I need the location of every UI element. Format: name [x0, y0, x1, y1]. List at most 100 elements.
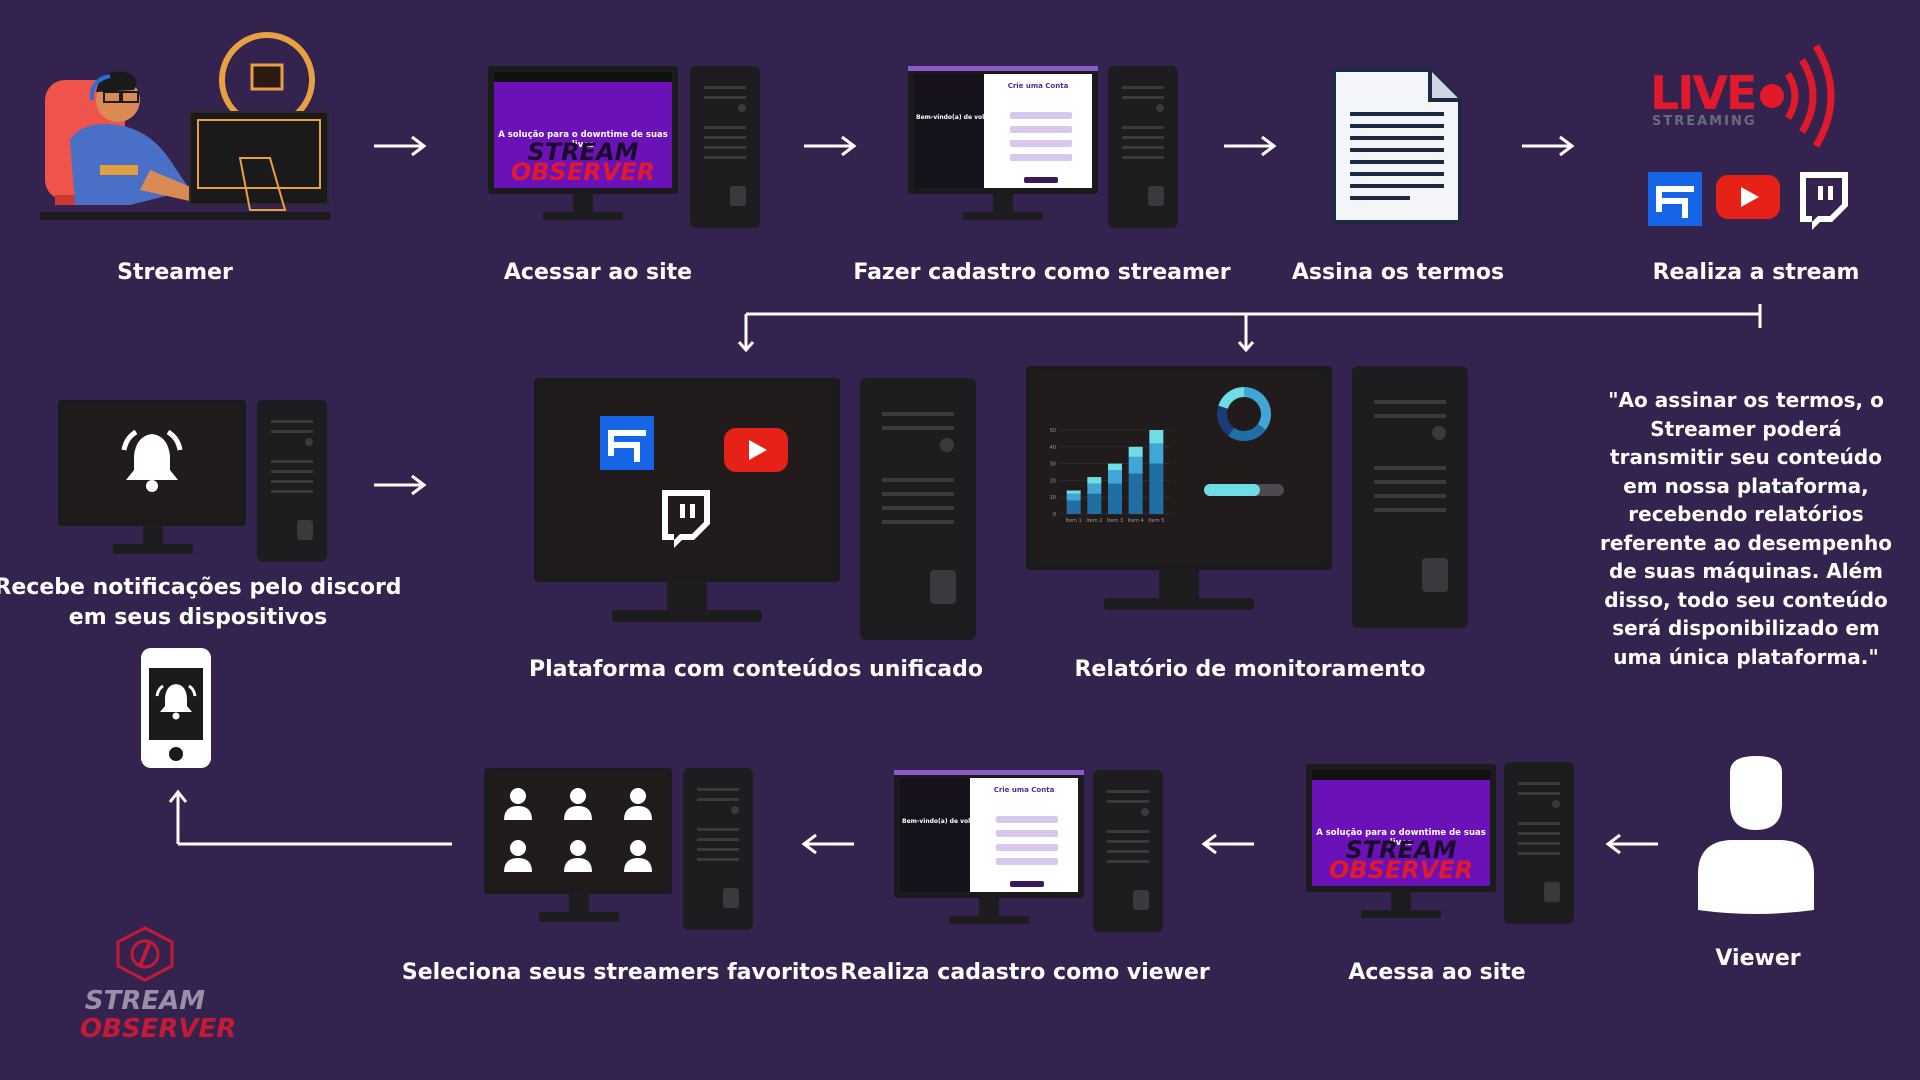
brand-line-1: STREAM [84, 986, 206, 1016]
youtube-icon [724, 428, 788, 472]
arrow-left-icon [1605, 833, 1658, 855]
bar [1149, 463, 1164, 514]
bar [1128, 456, 1143, 474]
site-headline: A solução para o downtime de suas lives [1316, 828, 1486, 848]
label-monitoring-report: Relatório de monitoramento [1074, 657, 1426, 682]
streamer-illustration [40, 32, 330, 220]
fb-gaming-icon [600, 416, 654, 470]
bar [1108, 470, 1122, 484]
arrow-right-icon [1224, 135, 1277, 157]
site-monitor-top: A solução para o downtime de suas lives … [488, 66, 680, 226]
bell-icon [121, 429, 183, 492]
live-streaming-logo: LIVE STREAMING [1648, 30, 1848, 160]
site-logo-bottom: OBSERVER [510, 158, 656, 186]
label-viewer: Viewer [1715, 946, 1801, 971]
live-text: LIVE [1650, 66, 1757, 120]
streaming-text: STREAMING [1652, 114, 1757, 129]
youtube-icon [1716, 175, 1780, 219]
users-grid-icon [504, 788, 652, 872]
register-monitor-top: Bem-vindo(a) de volta! Crie uma Conta [908, 66, 1100, 226]
tower-icon [257, 400, 327, 562]
bar [1066, 490, 1081, 494]
brand-emblem-icon [116, 926, 174, 982]
bar [1066, 500, 1081, 514]
label-favorites: Seleciona seus streamers favoritos [401, 960, 839, 985]
user-icon [1698, 756, 1814, 914]
document-icon [1332, 68, 1462, 224]
progress-fill [1204, 484, 1260, 496]
arrow-left-icon [801, 833, 854, 855]
arrow-right-icon [1522, 135, 1575, 157]
arrow-left-icon [1201, 833, 1254, 855]
y-tick-label: 10 [1050, 495, 1056, 501]
tower-icon [690, 66, 760, 228]
y-tick-label: 20 [1050, 478, 1056, 484]
site-logo-bottom: OBSERVER [1328, 856, 1474, 884]
twitch-icon [662, 490, 710, 548]
register-left-panel: Bem-vindo(a) de volta! [900, 778, 980, 892]
tower-icon [1093, 770, 1163, 932]
label-access-site-top: Acessar ao site [503, 260, 693, 285]
site-logo-top: STREAM [527, 138, 639, 166]
label-access-site-bottom: Acessa ao site [1348, 960, 1526, 985]
bar [1149, 443, 1164, 464]
register-left-panel: Bem-vindo(a) de volta! [914, 74, 994, 188]
x-tick-label: Item 2 [1086, 518, 1102, 524]
arrow-right-icon [374, 135, 427, 157]
bar [1128, 446, 1143, 457]
donut-slice [1243, 387, 1271, 430]
x-tick-label: Item 3 [1107, 518, 1123, 524]
site-monitor-bottom: A solução para o downtime de suas lives … [1306, 764, 1498, 924]
y-tick-label: 40 [1050, 445, 1056, 451]
register-monitor-bottom: Bem-vindo(a) de volta! Crie uma Conta [894, 770, 1086, 930]
x-tick-label: Item 1 [1066, 518, 1082, 524]
y-tick-label: 0 [1053, 512, 1056, 518]
arrow-up-connector [168, 789, 452, 846]
bar [1128, 473, 1143, 514]
donut-slice [1228, 423, 1266, 441]
label-notifications-1: Recebe notificações pelo discord [0, 575, 402, 600]
register-right-panel: Crie uma Conta [984, 74, 1092, 188]
label-do-stream: Realiza a stream [1652, 260, 1860, 285]
tower-icon [1108, 66, 1178, 228]
bar [1087, 477, 1102, 484]
label-streamer: Streamer [117, 260, 233, 285]
unified-platform-monitor [534, 378, 840, 632]
bar [1066, 493, 1081, 501]
donut-slice [1218, 387, 1245, 410]
terms-quote: "Ao assinar os termos, o Streamer poderá… [1600, 388, 1892, 669]
register-welcome: Bem-vindo(a) de volta! [916, 114, 994, 121]
register-right-panel: Crie uma Conta [970, 778, 1078, 892]
fb-gaming-icon [1648, 172, 1702, 226]
x-tick-label: Item 5 [1148, 518, 1164, 524]
branch-connector [737, 304, 1762, 353]
label-register-viewer: Realiza cadastro como viewer [840, 960, 1210, 985]
label-unified-platform: Plataforma com conteúdos unificado [528, 657, 984, 682]
bar [1108, 463, 1122, 471]
brand-line-2: OBSERVER [80, 1014, 237, 1044]
bar [1149, 430, 1164, 444]
y-tick-label: 50 [1050, 428, 1056, 434]
label-notifications-2: em seus dispositivos [68, 605, 328, 630]
tower-icon [860, 378, 976, 640]
twitch-icon [1800, 172, 1848, 230]
notification-monitor [58, 400, 248, 560]
bar [1087, 483, 1102, 494]
arrow-right-icon [804, 135, 857, 157]
favorites-monitor [484, 768, 674, 928]
site-logo-top: STREAM [1345, 836, 1457, 864]
donut-slice [1217, 405, 1235, 436]
tower-icon [1352, 366, 1468, 628]
site-headline: A solução para o downtime de suas lives [498, 130, 668, 150]
tower-icon [1504, 762, 1574, 924]
y-tick-label: 30 [1050, 462, 1056, 468]
register-title: Crie uma Conta [993, 786, 1055, 794]
brand-logo: STREAM OBSERVER [80, 926, 237, 1046]
bar [1108, 483, 1122, 514]
bar [1087, 493, 1102, 514]
site-hero: A solução para o downtime de suas lives … [494, 72, 672, 188]
tower-icon [683, 768, 753, 930]
label-register-streamer: Fazer cadastro como streamer [853, 260, 1231, 285]
